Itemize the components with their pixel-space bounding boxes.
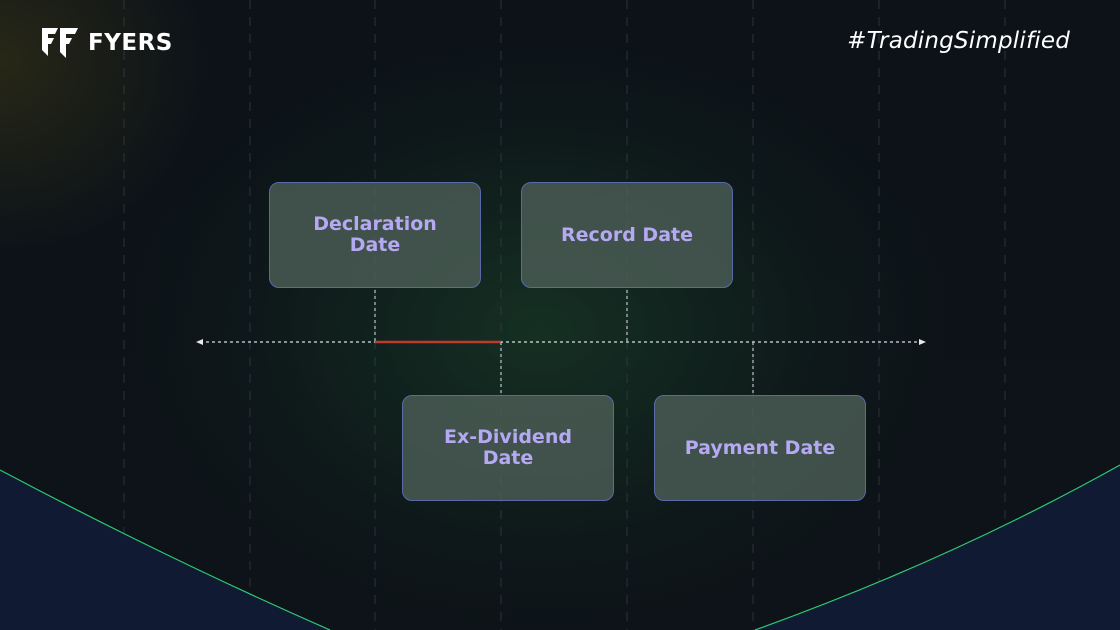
timeline-axis xyxy=(196,339,926,345)
grid-lines xyxy=(123,0,1006,630)
logo-text: FYERS xyxy=(88,30,173,56)
arrow-left-icon xyxy=(196,339,203,345)
connectors xyxy=(374,290,754,394)
payment-date-box: Payment Date xyxy=(654,395,866,501)
ex-dividend-date-box: Ex-Dividend Date xyxy=(402,395,614,501)
bottom-left-curve-fill xyxy=(0,470,330,630)
record-date-box: Record Date xyxy=(521,182,733,288)
bottom-left-curve xyxy=(0,469,331,630)
record-date-label: Record Date xyxy=(561,223,693,246)
payment-date-label: Payment Date xyxy=(684,436,836,459)
fyers-logo-icon xyxy=(42,28,78,58)
declaration-date-label: Declaration Date xyxy=(313,213,437,256)
bottom-right-curve-fill xyxy=(755,465,1120,630)
ex-dividend-date-label: Ex-Dividend Date xyxy=(444,426,572,469)
brand-logo: FYERS xyxy=(40,26,173,60)
hashtag: #TradingSimplified xyxy=(847,28,1070,54)
declaration-date-box: Declaration Date xyxy=(269,182,481,288)
arrow-right-icon xyxy=(919,339,926,345)
bottom-right-curve xyxy=(754,464,1120,630)
